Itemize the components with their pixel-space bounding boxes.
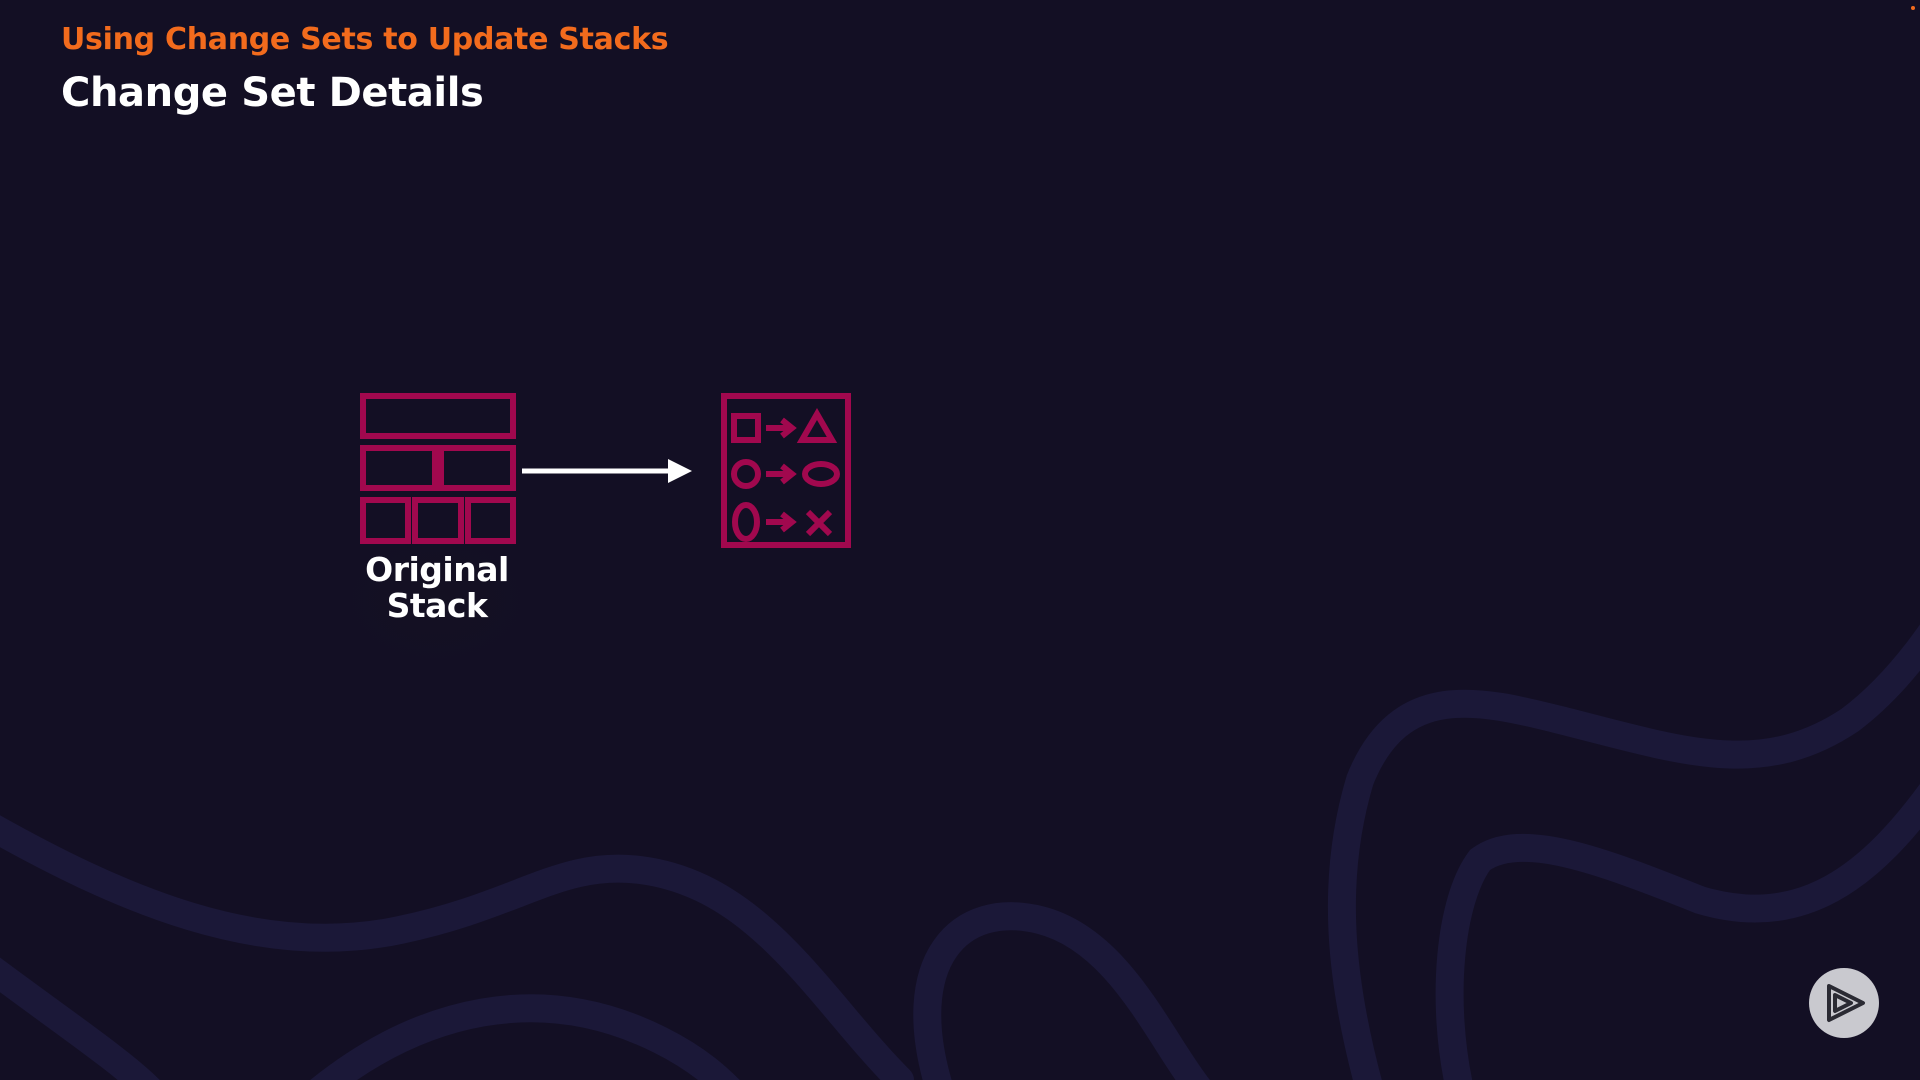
source-node-label-line1: Original xyxy=(365,550,509,589)
arrow-right-icon xyxy=(522,459,692,483)
slide-title: Change Set Details xyxy=(61,70,484,116)
source-node-glow xyxy=(336,530,536,670)
stack-grid-icon xyxy=(360,393,516,544)
corner-indicator xyxy=(1911,6,1915,10)
source-node-label: Original Stack xyxy=(326,552,548,624)
slide-subtitle: Using Change Sets to Update Stacks xyxy=(61,22,669,57)
change-set-icon xyxy=(721,393,851,548)
source-node-label-line2: Stack xyxy=(386,586,488,625)
pluralsight-play-button[interactable] xyxy=(1809,968,1879,1038)
pluralsight-play-icon xyxy=(1827,984,1865,1022)
